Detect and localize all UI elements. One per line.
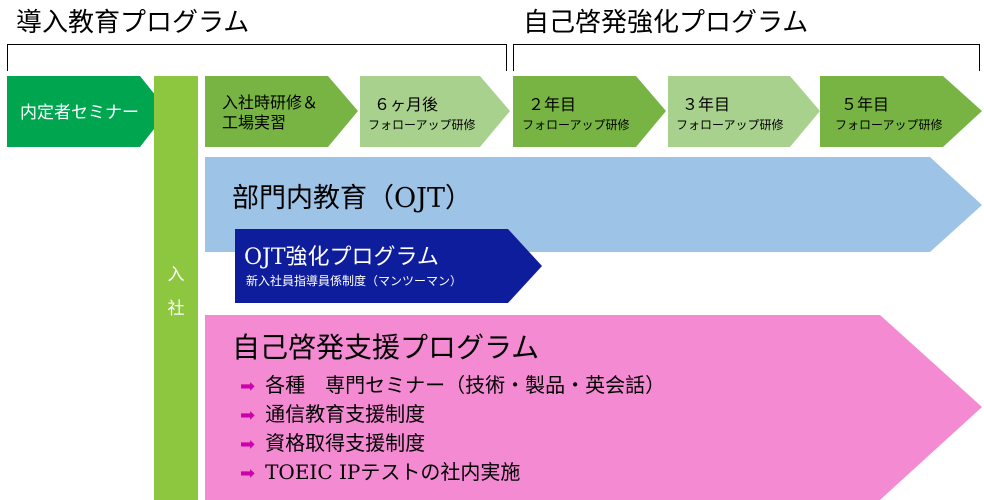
- self-program-bracket: [513, 44, 980, 71]
- second-year-line1: ２年目: [528, 95, 577, 114]
- second-year-label: ２年目 フォローアップ研修: [522, 95, 630, 135]
- chevron-5year: [820, 76, 982, 147]
- six-month-line2: フォローアップ研修: [368, 118, 476, 132]
- right-arrow-icon: ➡: [240, 376, 256, 397]
- intro-program-bracket: [7, 44, 507, 71]
- right-arrow-icon: ➡: [240, 434, 256, 455]
- naitei-seminar-label: 内定者セミナー: [20, 103, 139, 123]
- entry-training-line1: 入社時研修＆: [222, 93, 319, 112]
- chevron-3year: [668, 76, 820, 147]
- support-item: ➡ 通信教育支援制度: [240, 402, 425, 428]
- chevron-2year: [513, 76, 666, 147]
- ojt-arrow: [205, 157, 982, 252]
- ojt-boost-title: OJT強化プログラム: [244, 245, 439, 270]
- support-item-text: 各種 専門セミナー（技術・製品・英会話）: [265, 373, 666, 397]
- entry-bar: [154, 76, 198, 500]
- support-arrow: [205, 315, 982, 500]
- intro-program-heading: 導入教育プログラム: [16, 8, 250, 38]
- support-item-text: TOEIC IPテストの社内実施: [265, 460, 521, 484]
- self-development-program-heading: 自己啓発強化プログラム: [523, 8, 809, 38]
- right-arrow-icon: ➡: [240, 463, 256, 484]
- entry-label-text: 入 社: [167, 265, 185, 319]
- chevron-entry-training: [205, 76, 358, 147]
- entry-label: 入 社: [165, 258, 187, 326]
- support-item: ➡ 資格取得支援制度: [240, 431, 425, 457]
- support-item: ➡ 各種 専門セミナー（技術・製品・英会話）: [240, 373, 665, 399]
- naitei-arrow: [7, 76, 168, 147]
- six-month-label: ６ヶ月後 フォローアップ研修: [368, 95, 476, 135]
- ojt-boost-arrow: [235, 229, 542, 303]
- support-item-text: 通信教育支援制度: [265, 402, 426, 426]
- six-month-line1: ６ヶ月後: [374, 95, 439, 114]
- third-year-line2: フォローアップ研修: [676, 118, 784, 132]
- entry-training-label: 入社時研修＆ 工場実習: [222, 93, 318, 133]
- chevron-6month: [360, 76, 510, 147]
- ojt-boost-subtitle: 新入社員指導員係制度（マンツーマン）: [246, 274, 463, 288]
- entry-training-line2: 工場実習: [222, 113, 287, 132]
- fifth-year-line1: ５年目: [841, 95, 890, 114]
- fifth-year-line2: フォローアップ研修: [835, 118, 943, 132]
- support-title: 自己啓発支援プログラム: [232, 331, 540, 364]
- right-arrow-icon: ➡: [240, 405, 256, 426]
- second-year-line2: フォローアップ研修: [522, 118, 630, 132]
- ojt-title: 部門内教育（OJT）: [232, 183, 472, 214]
- support-item-text: 資格取得支援制度: [265, 431, 426, 455]
- third-year-label: ３年目 フォローアップ研修: [676, 95, 784, 135]
- fifth-year-label: ５年目 フォローアップ研修: [835, 95, 943, 135]
- third-year-line1: ３年目: [682, 95, 731, 114]
- support-item: ➡ TOEIC IPテストの社内実施: [240, 460, 520, 486]
